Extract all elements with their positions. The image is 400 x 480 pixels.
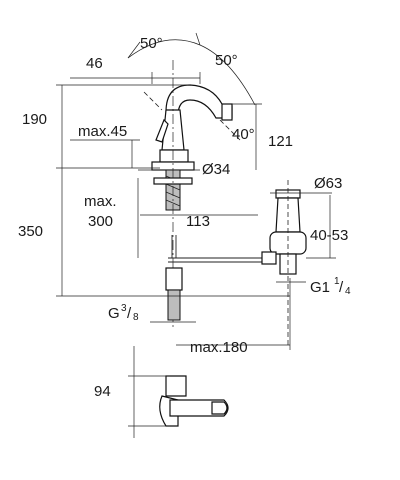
svg-text:8: 8 [133,312,139,323]
height-350-label: 350 [18,223,43,240]
max-45-label: max.45 [78,123,127,140]
height-121-label: 121 [268,133,293,150]
svg-text:4: 4 [345,286,351,297]
faucet-top-view [159,375,229,427]
svg-text:3: 3 [121,303,127,314]
thread-g1-label: G1 1 / 4 [310,276,351,297]
rotation-angle-arcs [127,32,256,106]
svg-text:/: / [339,279,344,296]
max-180-label: max.180 [190,339,248,356]
drain-waste [261,180,307,345]
faucet-body [143,84,241,211]
angle-left-label: 50° [140,35,163,52]
svg-text:/: / [127,305,132,322]
angle-right-label: 50° [215,52,238,69]
height-190-label: 190 [22,111,47,128]
thread-g38-label: G 3 / 8 [108,303,139,323]
reach-113-label: 113 [186,213,210,230]
popup-rod-assembly [165,235,270,321]
diameter-34-label: Ø34 [202,161,230,178]
max-label: max. [84,193,117,210]
range-40-53-label: 40-53 [310,227,348,244]
depth-94-label: 94 [94,383,111,400]
svg-text:G1: G1 [310,279,330,296]
dimension-lines [56,72,336,438]
svg-text:G: G [108,305,120,322]
spout-offset-label: 46 [86,55,103,72]
diameter-63-label: Ø63 [314,175,342,192]
max-300-label: 300 [88,213,113,230]
angle-40-label: 40° [232,126,255,143]
svg-text:1: 1 [334,276,340,287]
